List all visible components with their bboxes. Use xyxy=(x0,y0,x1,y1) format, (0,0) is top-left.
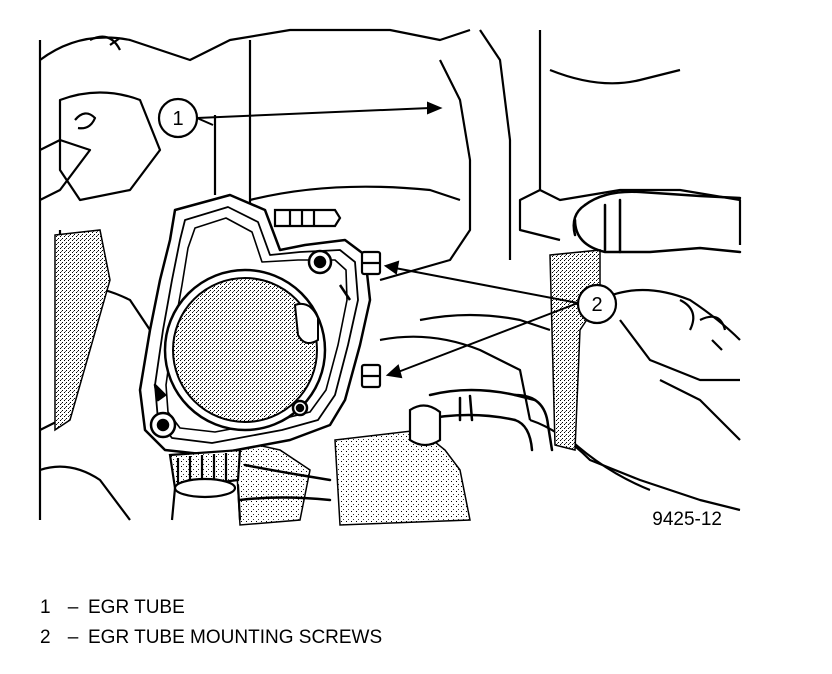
legend: 1–EGR TUBE 2–EGR TUBE MOUNTING SCREWS xyxy=(40,593,382,653)
legend-item-number: 1 xyxy=(40,597,51,618)
egr-tube-diagram: 1 2 9425-12 xyxy=(38,28,742,530)
legend-item-dash: – xyxy=(67,597,79,618)
callout-2-number: 2 xyxy=(591,294,602,316)
throttle-body xyxy=(138,193,372,457)
leader-lines xyxy=(196,101,579,379)
callout-1-number: 1 xyxy=(172,108,183,130)
callout-2: 2 xyxy=(576,283,618,325)
legend-item: 1–EGR TUBE xyxy=(40,593,382,623)
mounting-screws xyxy=(273,208,382,389)
legend-item-text: EGR TUBE MOUNTING SCREWS xyxy=(88,627,383,648)
legend-item-text: EGR TUBE xyxy=(88,597,185,618)
callout-1: 1 xyxy=(157,97,199,139)
engine-background xyxy=(38,28,742,521)
legend-item: 2–EGR TUBE MOUNTING SCREWS xyxy=(40,623,382,653)
legend-item-number: 2 xyxy=(40,627,51,648)
egr-hoses xyxy=(238,190,742,502)
legend-item-dash: – xyxy=(67,627,79,648)
figure-id: 9425-12 xyxy=(652,509,722,530)
lower-fitting xyxy=(168,404,442,521)
